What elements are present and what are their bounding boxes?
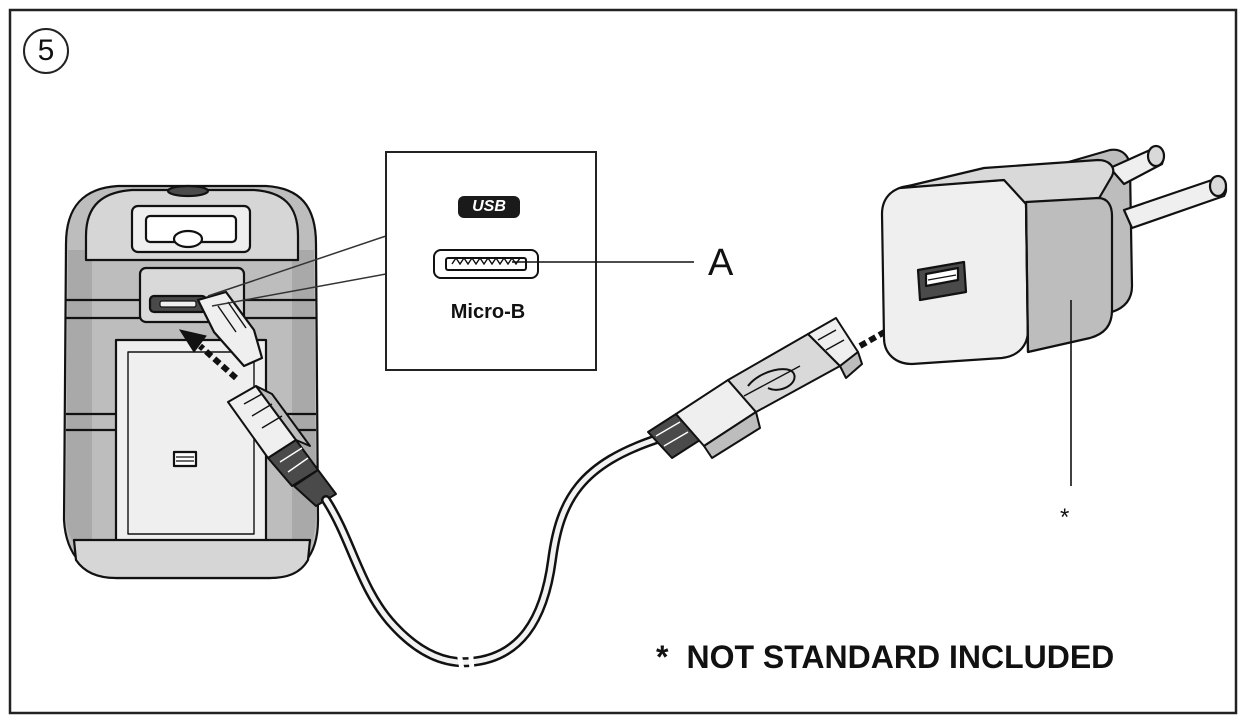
step-number: 5 — [37, 34, 55, 67]
usb-cable — [321, 433, 665, 668]
usb-logo: USB — [458, 196, 520, 218]
step-circle — [23, 28, 69, 74]
wall-charger — [880, 144, 1228, 366]
adapter-asterisk: * — [1060, 504, 1070, 531]
insert-arrow-device — [178, 329, 238, 381]
note-text: NOT STANDARD INCLUDED — [686, 639, 1115, 675]
device-body — [62, 184, 320, 580]
micro-b-port-icon — [433, 249, 539, 279]
usb-a-plug — [647, 317, 863, 459]
callout-label: A — [708, 242, 734, 284]
figure-frame — [8, 8, 1238, 715]
connector-type-label: Micro-B — [450, 301, 526, 323]
note-asterisk: * — [656, 639, 669, 675]
not-included-note: * NOT STANDARD INCLUDED — [656, 641, 1114, 673]
cable-break — [455, 645, 475, 671]
inset-projection — [207, 235, 387, 307]
